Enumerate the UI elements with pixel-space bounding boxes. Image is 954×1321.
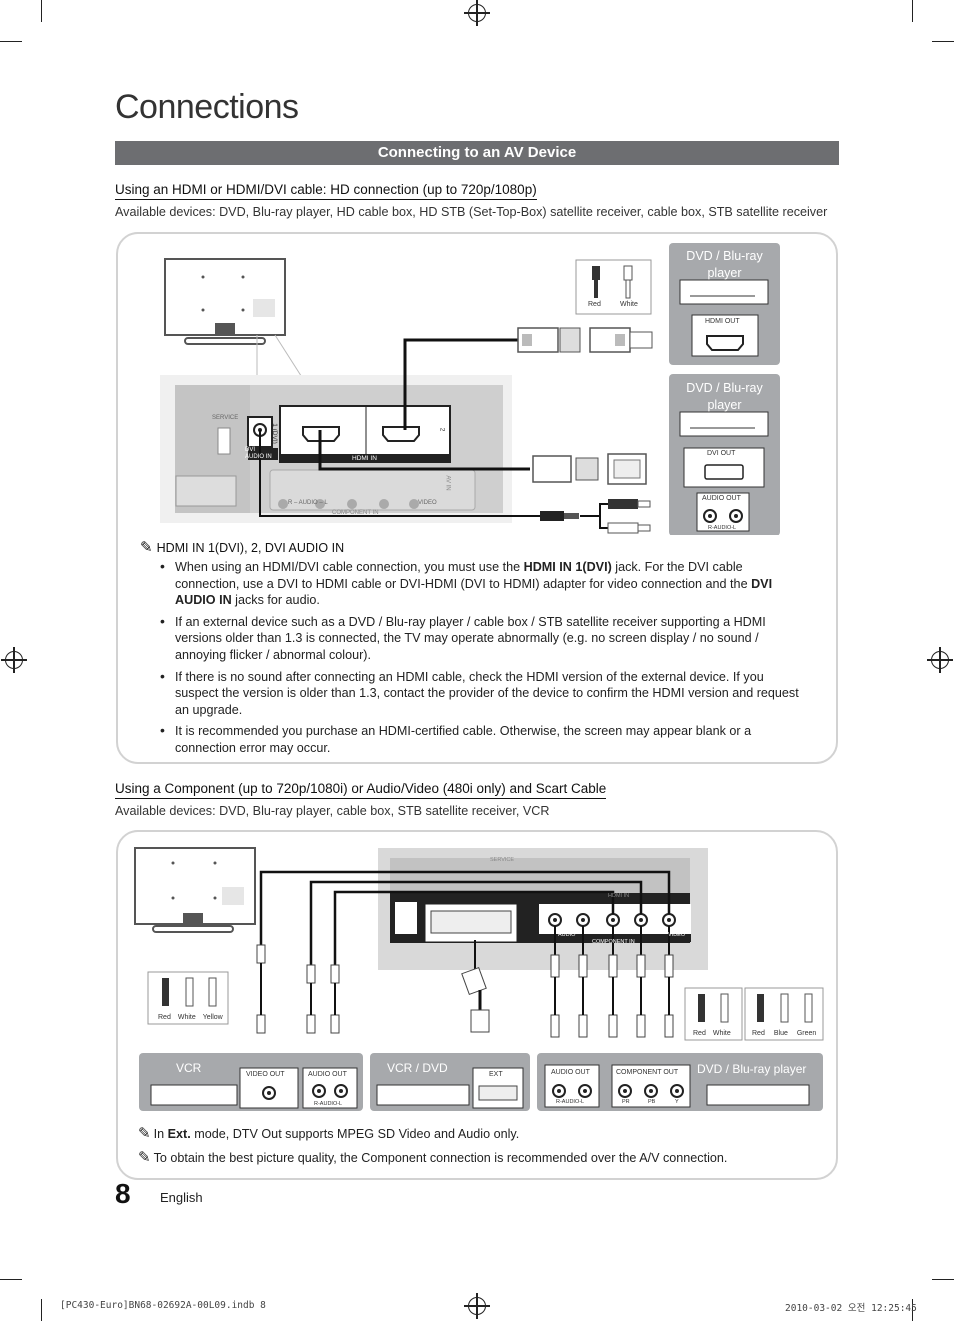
component-out-label: COMPONENT OUT <box>616 1069 679 1076</box>
registration-mark-icon <box>927 647 953 673</box>
dvi-cable-plug-icon <box>532 453 647 485</box>
audio-out-label: AUDIO OUT <box>702 495 741 502</box>
vcr-label: VCR <box>176 1061 202 1075</box>
pr-label: PR <box>622 1099 630 1105</box>
pb-label: PB <box>648 1099 656 1105</box>
white-label: White <box>620 301 638 308</box>
note-pencil-icon: ✎ <box>140 539 153 556</box>
audio-out-label-2: AUDIO OUT <box>551 1069 590 1076</box>
vcr-dvd-label: VCR / DVD <box>387 1061 448 1075</box>
port-2-label: 2 <box>438 427 446 432</box>
crop-mark <box>0 1279 22 1280</box>
print-slug-left: [PC430-Euro]BN68-02692A-00L09.indb 8 <box>60 1300 266 1311</box>
print-slug-right: 2010-03-02 오전 12:25:45 <box>785 1303 917 1314</box>
tv-rear-icon <box>134 847 256 933</box>
crop-mark <box>41 0 42 22</box>
list-item: When using an HDMI/DVI cable connection,… <box>160 558 800 609</box>
video-jack-label: VIDEO <box>418 500 437 506</box>
scart-plug-icon <box>461 966 490 1033</box>
ext-mode-note: ✎In Ext. mode, DTV Out supports MPEG SD … <box>138 1125 520 1142</box>
audio-jack-label: R – AUDIO – L <box>288 500 328 506</box>
registration-mark-icon <box>464 0 490 26</box>
hdmi-in-label-2: HDMI IN <box>608 893 630 899</box>
av-in-label: AV IN <box>444 475 451 491</box>
note-pencil-icon: ✎ <box>138 1149 151 1166</box>
hdmi-note-heading: ✎HDMI IN 1(DVI), 2, DVI AUDIO IN <box>140 539 345 556</box>
component-heading: Using a Component (up to 720p/1080i) or … <box>115 781 607 799</box>
audio-out-label: AUDIO OUT <box>308 1071 347 1078</box>
section-title: Connecting to an AV Device <box>115 141 839 165</box>
rca-legend <box>575 259 652 315</box>
component-available-devices: Available devices: DVD, Blu-ray player, … <box>115 804 550 818</box>
page-number: 8 <box>115 1178 131 1209</box>
crop-mark <box>912 0 913 22</box>
service-label-2: SERVICE <box>490 857 515 863</box>
r-audio-l-label: R-AUDIO-L <box>708 525 737 531</box>
hdmi-out-label: HDMI OUT <box>705 318 740 325</box>
hdmi-notes-list: When using an HDMI/DVI cable connection,… <box>160 558 800 762</box>
r-audio-l-label: R-AUDIO-L <box>314 1101 343 1107</box>
port-1-label: 1 (DVI) <box>270 423 278 444</box>
dvd-bluray-label: DVD / Blu-ray player <box>697 1062 807 1076</box>
component-in-label-2: COMPONENT IN <box>592 939 635 945</box>
registration-mark-icon <box>1 647 27 673</box>
hdmi-heading: Using an HDMI or HDMI/DVI cable: HD conn… <box>115 182 537 200</box>
rca-legend-2 <box>684 987 743 1041</box>
device-label-dvd-1: DVD / Blu-ray player <box>686 249 763 280</box>
hdmi-available-devices: Available devices: DVD, Blu-ray player, … <box>115 205 828 219</box>
page-title: Connections <box>115 88 299 126</box>
component-connection-diagram <box>134 847 824 1111</box>
list-item: If there is no sound after connecting an… <box>160 668 800 719</box>
note-pencil-icon: ✎ <box>138 1125 151 1142</box>
r-audio-l-label-2: R-AUDIO-L <box>556 1099 585 1105</box>
video-out-label: VIDEO OUT <box>246 1071 285 1078</box>
crop-mark <box>912 1299 913 1321</box>
quality-note: ✎To obtain the best picture quality, the… <box>138 1149 728 1166</box>
ext-label: EXT <box>489 1071 503 1078</box>
dvi-audio-in-label: DVI AUDIO IN <box>245 447 272 460</box>
crop-mark <box>41 1299 42 1321</box>
av-in-label-2: AV IN <box>681 908 688 922</box>
component-in-label: COMPONENT IN <box>332 510 379 516</box>
hdmi-in-label: HDMI IN <box>352 455 377 462</box>
y-label: Y <box>675 1099 679 1105</box>
crop-mark <box>932 41 954 42</box>
video-label-2: VIDEO <box>668 932 686 938</box>
hdmi-cable-plug-icon <box>517 327 653 353</box>
crop-mark <box>932 1279 954 1280</box>
tv-rear-icon <box>164 258 306 383</box>
ext-rgb-label: EXT (RGB) <box>398 913 414 925</box>
list-item: If an external device such as a DVD / Bl… <box>160 613 800 664</box>
dvi-out-label: DVI OUT <box>707 450 736 457</box>
page-language: English <box>160 1190 203 1205</box>
hdmi-connection-diagram <box>160 243 780 535</box>
list-item: It is recommended you purchase an HDMI-c… <box>160 722 800 756</box>
registration-mark-icon <box>464 1293 490 1319</box>
audio-cable-plug-icon <box>540 499 651 534</box>
audio-label-2: AUDIO <box>558 932 576 938</box>
device-label-dvd-2: DVD / Blu-ray player <box>686 381 763 412</box>
service-label: SERVICE <box>212 415 239 421</box>
crop-mark <box>0 41 22 42</box>
red-label: Red <box>588 301 601 308</box>
tv-back-panel <box>160 375 512 523</box>
